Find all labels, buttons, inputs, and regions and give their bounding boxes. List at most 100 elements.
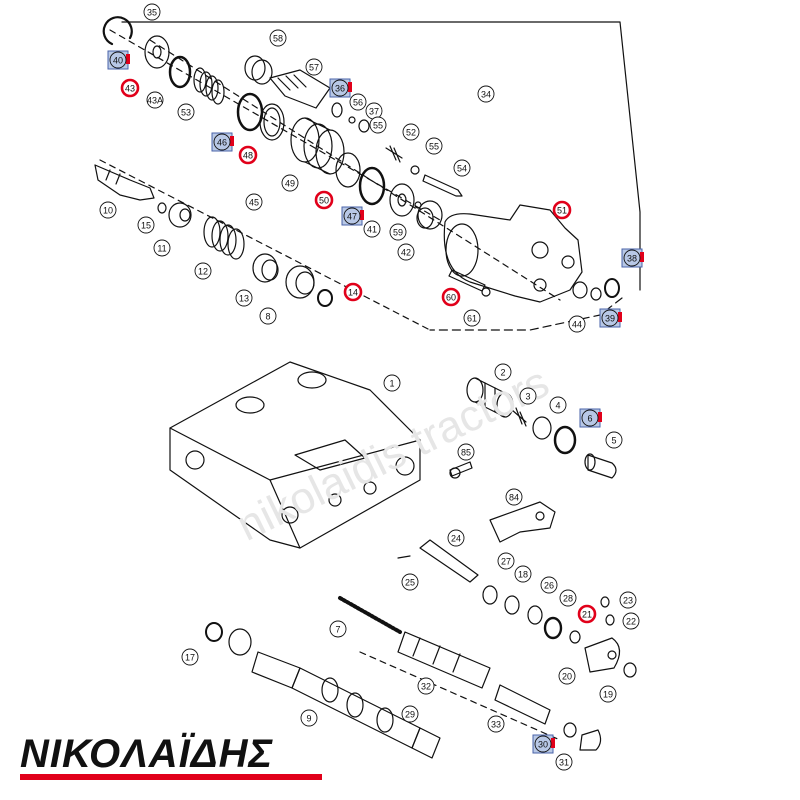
callout-label: 4 [555, 401, 560, 411]
part-22 [605, 614, 615, 626]
callout-label: 6 [587, 414, 592, 424]
callout-label: 18 [518, 570, 528, 580]
callout-46: 46 [211, 132, 234, 152]
o-ring-6 [553, 425, 577, 455]
brand-underline [20, 774, 322, 780]
rod-9 [251, 651, 441, 759]
callout-label: 31 [559, 758, 569, 768]
bolt-85 [449, 461, 473, 477]
piston-49 [290, 117, 345, 175]
callout-label: 43A [147, 96, 163, 106]
callout-label: 20 [562, 672, 572, 682]
callout-6: 6 [579, 408, 602, 428]
callout-43a: 43A [146, 91, 164, 109]
callout-label: 55 [373, 121, 383, 131]
callout-61: 61 [463, 309, 481, 327]
callout-33: 33 [487, 715, 505, 733]
callout-38: 38 [621, 248, 644, 268]
fitting-10 [94, 164, 155, 201]
o-ring-28 [543, 616, 563, 640]
callout-label: 22 [626, 617, 636, 627]
callout-label: 38 [627, 254, 637, 264]
plug-8 [285, 265, 315, 299]
callout-label: 37 [369, 107, 379, 117]
callout-label: 11 [157, 244, 166, 254]
callout-22: 22 [622, 612, 640, 630]
callout-label: 33 [491, 720, 501, 730]
callout-label: 17 [185, 653, 195, 663]
callout-label: 60 [446, 293, 456, 303]
ring-30-part [563, 722, 577, 738]
ring-21 [569, 630, 581, 644]
callout-label: 24 [451, 534, 461, 544]
callout-10: 10 [99, 201, 117, 219]
callout-25: 25 [401, 573, 419, 591]
ring-19 [623, 662, 637, 678]
callout-layer: 35404343A5358573656375552555434464849504… [99, 3, 644, 771]
callout-label: 40 [113, 56, 123, 66]
callout-26: 26 [540, 576, 558, 594]
callout-label: 59 [393, 228, 403, 238]
callout-label: 85 [461, 448, 471, 458]
callout-label: 61 [467, 314, 477, 324]
callout-47: 47 [341, 206, 364, 226]
seal-37 [358, 119, 370, 133]
shaft-24 [419, 539, 479, 583]
ring-39-part [590, 287, 602, 301]
pin-54 [422, 174, 463, 197]
callout-5: 5 [605, 431, 623, 449]
callout-12: 12 [194, 262, 212, 280]
cap-13 [252, 253, 278, 283]
callout-50: 50 [314, 190, 334, 210]
callout-label: 50 [319, 196, 329, 206]
callout-label: 7 [335, 625, 340, 635]
callout-45: 45 [245, 193, 263, 211]
callout-label: 54 [457, 164, 467, 174]
callout-37: 37 [365, 102, 383, 120]
callout-label: 55 [429, 142, 439, 152]
ring-15 [157, 202, 167, 214]
washer-41 [389, 183, 415, 217]
callout-8: 8 [259, 307, 277, 325]
callout-35: 35 [143, 3, 161, 21]
callout-label: 41 [367, 225, 377, 235]
callout-53: 53 [177, 103, 195, 121]
o-ring-46 [236, 92, 264, 132]
callout-label: 42 [401, 248, 411, 258]
callout-34: 34 [477, 85, 495, 103]
callout-28: 28 [559, 589, 577, 607]
callout-2: 2 [494, 363, 512, 381]
callout-55: 55 [369, 116, 387, 134]
callout-31: 31 [555, 753, 573, 771]
callout-43: 43 [120, 78, 140, 98]
callout-84: 84 [505, 488, 523, 506]
callout-label: 34 [481, 90, 491, 100]
ring-14 [317, 289, 333, 307]
spring-12 [203, 216, 245, 260]
callout-label: 84 [509, 493, 519, 503]
callout-9: 9 [300, 709, 318, 727]
callout-label: 35 [147, 8, 157, 18]
washer-27 [482, 585, 498, 605]
callout-17: 17 [181, 648, 199, 666]
callout-55: 55 [425, 137, 443, 155]
brand-name: ΝΙΚΟΛΑΪΔΗΣ [20, 732, 274, 776]
callout-label: 57 [309, 63, 319, 73]
callout-48: 48 [238, 145, 258, 165]
frame-line-top [121, 21, 641, 291]
ring-4 [532, 416, 552, 440]
callout-label: 51 [557, 206, 567, 216]
centerline-upper [109, 29, 441, 221]
washer-18 [504, 595, 520, 615]
callout-42: 42 [397, 243, 415, 261]
o-ring-38-part [604, 278, 620, 298]
callout-label: 12 [198, 267, 208, 277]
ball-56 [348, 116, 356, 124]
callout-label: 15 [141, 221, 151, 231]
callout-label: 2 [500, 368, 505, 378]
callout-label: 5 [611, 436, 616, 446]
spring-3 [511, 407, 527, 427]
main-valve-body-1 [169, 361, 421, 549]
callout-label: 19 [603, 690, 613, 700]
